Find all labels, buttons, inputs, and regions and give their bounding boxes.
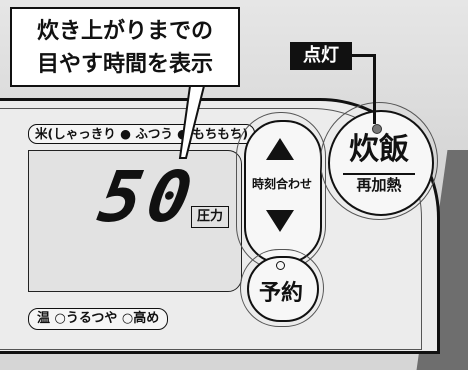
time-set-label: 時刻合わせ — [251, 177, 312, 191]
pressure-indicator: 圧力 — [191, 206, 230, 228]
callout-box: 炊き上がりまでの 目やす時間を表示 — [10, 7, 240, 87]
lamp-leader-line-v — [373, 54, 376, 124]
lamp-leader-line-h — [352, 54, 376, 57]
callout-line-1: 炊き上がりまでの — [36, 19, 213, 44]
reserve-button-ring — [240, 249, 324, 327]
cook-button-ring — [320, 102, 438, 220]
keep-warm-options: 温 ○うるつや ○高め — [37, 311, 160, 326]
callout-line-2: 目やす時間を表示 — [36, 52, 213, 77]
reserve-indicator-icon — [276, 261, 285, 270]
up-arrow-icon[interactable] — [266, 138, 294, 160]
rice-texture-options: 米(しゃっきり ● ふつう ● もちもち) — [35, 126, 249, 141]
keep-warm-selector: 温 ○うるつや ○高め — [28, 308, 169, 330]
callout-pointer-arrow — [178, 85, 206, 159]
cook-indicator-lamp-icon — [372, 124, 382, 134]
rice-texture-selector: 米(しゃっきり ● ふつう ● もちもち) — [28, 124, 256, 144]
reserve-button-label: 予約 — [258, 281, 303, 306]
lamp-label: 点灯 — [290, 42, 352, 70]
cook-button-label: 炊飯 — [349, 132, 409, 167]
callout-pointer — [178, 85, 206, 159]
reheat-button-label: 再加熱 — [343, 173, 415, 195]
down-arrow-icon[interactable] — [266, 210, 294, 232]
